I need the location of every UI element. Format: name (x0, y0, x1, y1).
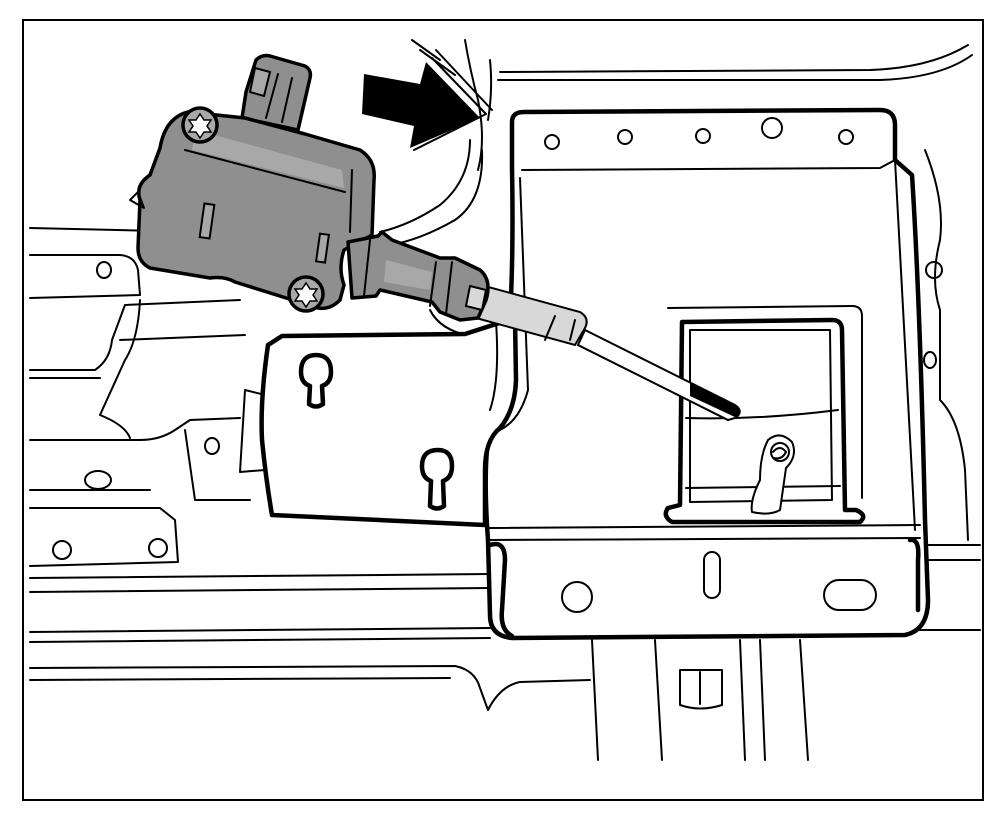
keyhole-lower (419, 447, 455, 511)
actuator-rod (463, 280, 741, 422)
mounting-plate (259, 315, 519, 528)
direction-arrow (362, 49, 493, 151)
fuel-door-lock-actuator (129, 53, 490, 322)
body-structure (29, 39, 981, 761)
main-bracket (483, 107, 931, 641)
upper-torx-screw (181, 106, 219, 144)
keyhole-upper (298, 352, 334, 409)
lower-torx-screw (287, 275, 325, 313)
